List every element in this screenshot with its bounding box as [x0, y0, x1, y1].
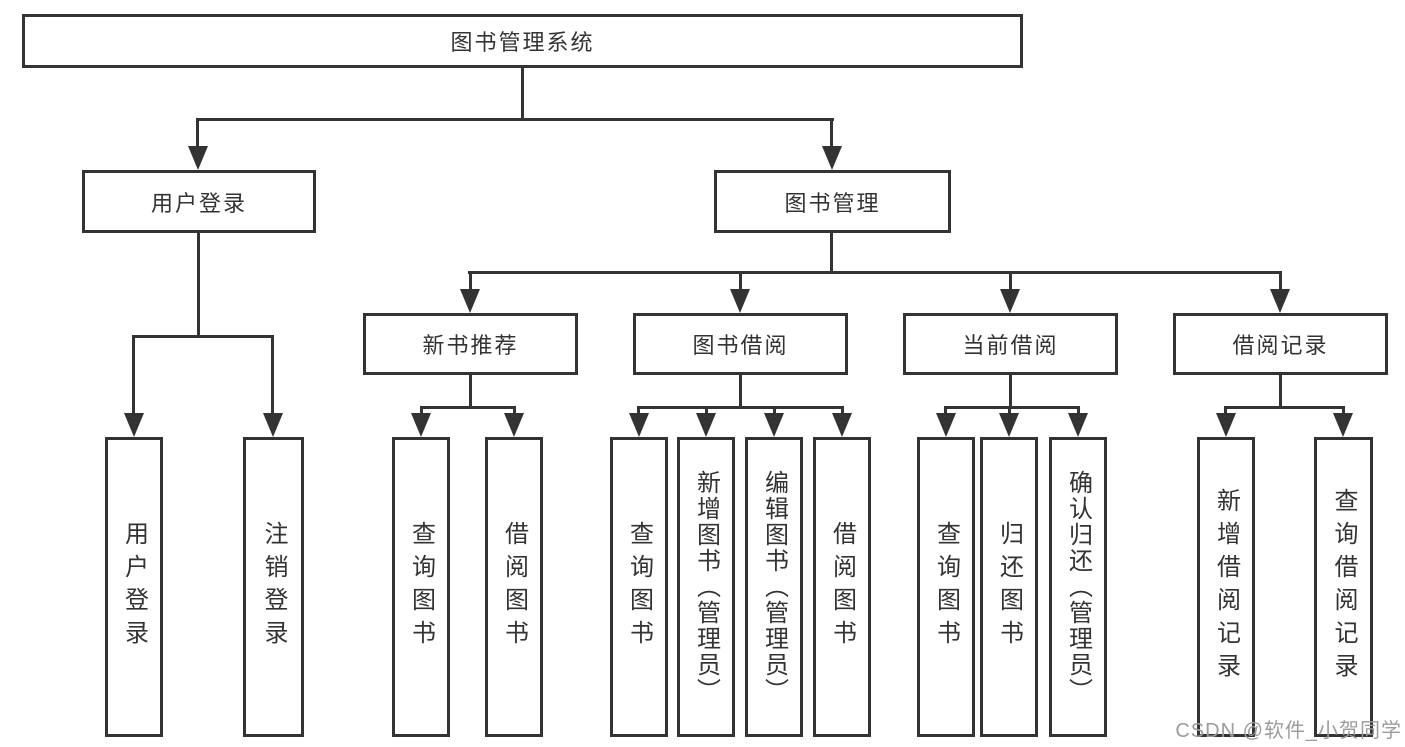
connector-arrowhead	[1333, 413, 1353, 437]
connector-line	[513, 406, 516, 416]
connector-arrowhead	[696, 413, 716, 437]
leaf-label: 编辑图书（管理员）	[760, 470, 788, 704]
connector-line	[420, 406, 516, 409]
connector-line	[705, 406, 708, 416]
connector-line	[637, 406, 640, 416]
connector-line	[944, 406, 1080, 409]
node-label: 当前借阅	[962, 333, 1059, 358]
connector-line	[1009, 271, 1012, 293]
node-label: 借阅记录	[1232, 333, 1329, 358]
node-label: 用户登录	[150, 190, 247, 216]
connector-arrowhead	[822, 146, 842, 170]
connector-line	[1224, 406, 1227, 416]
node-current-borrowing: 当前借阅	[903, 313, 1118, 375]
connector-line	[739, 271, 742, 293]
leaf-label: 查询图书	[625, 521, 653, 653]
leaf-logout-login: 注销登录	[243, 437, 304, 737]
connector-arrowhead	[188, 146, 208, 170]
connector-arrowhead	[460, 289, 480, 313]
connector-line	[830, 233, 833, 273]
watermark: CSDN @软件_小贺同学	[1175, 720, 1402, 742]
leaf-return-books: 归还图书	[980, 437, 1038, 737]
leaf-add-books-admin: 新增图书（管理员）	[677, 437, 735, 737]
connector-line	[739, 375, 742, 408]
connector-arrowhead	[1216, 413, 1236, 437]
connector-line	[469, 375, 472, 408]
node-label: 图书借阅	[692, 333, 789, 358]
node-library-management-system: 图书管理系统	[22, 14, 1023, 68]
leaf-label: 新增图书（管理员）	[692, 470, 720, 704]
connector-line	[521, 68, 524, 118]
leaf-label: 借阅图书	[500, 521, 528, 653]
leaf-borrow-books-recommend: 借阅图书	[485, 437, 543, 737]
connector-line	[271, 335, 274, 415]
node-label: 图书管理系统	[450, 30, 595, 55]
connector-arrowhead	[764, 413, 784, 437]
connector-arrowhead	[504, 413, 524, 437]
leaf-label: 用户登录	[120, 521, 148, 653]
leaf-edit-books-admin: 编辑图书（管理员）	[745, 437, 803, 737]
connector-arrowhead	[263, 413, 283, 437]
connector-line	[773, 406, 776, 416]
leaf-label: 查询借阅记录	[1330, 488, 1357, 686]
connector-line	[1008, 406, 1011, 416]
connector-line	[1224, 406, 1345, 409]
node-borrowing-records: 借阅记录	[1173, 313, 1388, 375]
connector-line	[1009, 375, 1012, 408]
node-user-login: 用户登录	[82, 170, 316, 233]
connector-arrowhead	[411, 413, 431, 437]
leaf-add-borrow-record: 新增借阅记录	[1197, 437, 1255, 737]
connector-arrowhead	[629, 413, 649, 437]
node-new-book-recommendation: 新书推荐	[363, 313, 578, 375]
connector-line	[420, 406, 423, 416]
leaf-query-books-borrowing: 查询图书	[610, 437, 668, 737]
node-book-borrowing: 图书借阅	[633, 313, 848, 375]
connector-arrowhead	[124, 413, 144, 437]
connector-line	[132, 335, 135, 415]
leaf-label: 借阅图书	[828, 521, 856, 653]
connector-arrowhead	[999, 413, 1019, 437]
leaf-label: 查询图书	[932, 521, 960, 653]
connector-line	[197, 118, 834, 121]
connector-line	[830, 118, 833, 150]
node-label: 新书推荐	[422, 333, 519, 358]
connector-line	[132, 335, 274, 338]
leaf-label: 注销登录	[260, 521, 287, 653]
connector-line	[1077, 406, 1080, 416]
connector-line	[196, 118, 199, 150]
leaf-query-borrow-record: 查询借阅记录	[1314, 437, 1373, 737]
leaf-label: 查询图书	[407, 521, 435, 653]
leaf-label: 确认归还（管理员）	[1064, 470, 1092, 704]
node-label: 图书管理	[784, 190, 881, 216]
connector-arrowhead	[936, 413, 956, 437]
connector-line	[197, 233, 200, 335]
connector-line	[1342, 406, 1345, 416]
leaf-confirm-return-admin: 确认归还（管理员）	[1049, 437, 1107, 737]
connector-arrowhead	[832, 413, 852, 437]
connector-line	[468, 271, 1282, 274]
leaf-query-books-current: 查询图书	[917, 437, 975, 737]
connector-line	[1279, 271, 1282, 293]
connector-arrowhead	[1000, 289, 1020, 313]
connector-arrowhead	[1068, 413, 1088, 437]
leaf-borrow-books-borrowing: 借阅图书	[813, 437, 871, 737]
node-book-management: 图书管理	[714, 170, 951, 233]
connector-line	[469, 271, 472, 293]
connector-line	[1279, 375, 1282, 408]
connector-arrowhead	[730, 289, 750, 313]
leaf-query-books-recommend: 查询图书	[392, 437, 450, 737]
connector-line	[841, 406, 844, 416]
connector-line	[944, 406, 947, 416]
leaf-label: 新增借阅记录	[1212, 488, 1240, 686]
connector-arrowhead	[1270, 289, 1290, 313]
leaf-label: 归还图书	[995, 521, 1023, 653]
leaf-user-login: 用户登录	[105, 437, 163, 737]
connector-line	[637, 406, 844, 409]
